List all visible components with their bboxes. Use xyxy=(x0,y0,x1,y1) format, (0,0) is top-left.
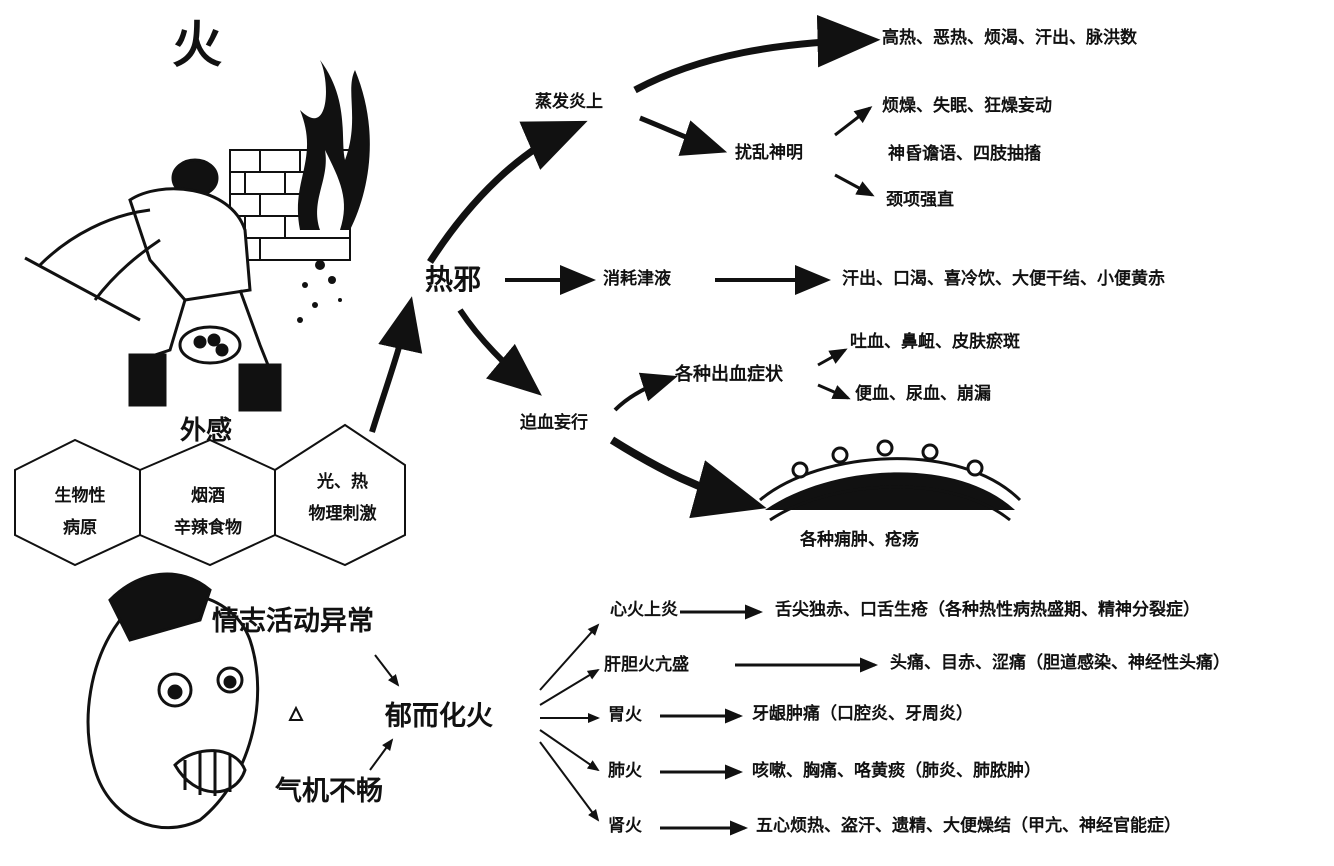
heat-evil-center: 热邪 xyxy=(425,263,482,296)
organ-liver-result: 头痛、目赤、涩痛（胆道感染、神经性头痛） xyxy=(890,653,1230,673)
disturb-result-3: 颈项强直 xyxy=(886,190,954,210)
organ-heart-label: 心火上炎 xyxy=(610,600,678,620)
branch-consume-label: 消耗津液 xyxy=(603,269,671,289)
hexagon-biological-line2: 病原 xyxy=(63,518,97,539)
branch-blood-label: 迫血妄行 xyxy=(520,413,588,433)
hexagon-physical-line1: 光、热 xyxy=(317,472,368,492)
bleeding-label: 各种出血症状 xyxy=(675,364,783,385)
hexagon-food-label: 烟酒 辛辣食物 xyxy=(148,480,268,545)
angry-face-illustration xyxy=(86,572,304,830)
organ-stomach-result: 牙龈肿痛（口腔炎、牙周炎） xyxy=(752,704,973,724)
hexagon-physical xyxy=(274,423,406,567)
heat-evil-arrows xyxy=(369,14,881,519)
organ-kidney-label: 肾火 xyxy=(608,816,642,836)
organ-lung-label: 肺火 xyxy=(608,761,642,781)
swelling-illustration xyxy=(759,439,1022,522)
page-title: 火 xyxy=(172,16,222,74)
disturb-result-1: 烦燥、失眠、狂燥妄动 xyxy=(882,96,1052,116)
hexagon-food-line2: 辛辣食物 xyxy=(174,518,242,539)
qi-stagnation-label: 气机不畅 xyxy=(275,776,383,807)
disturb-result-2: 神昏谵语、四肢抽搐 xyxy=(888,144,1041,164)
organ-liver-label: 肝胆火亢盛 xyxy=(604,655,689,675)
organ-lung-result: 咳嗽、胸痛、咯黄痰（肺炎、肺脓肿） xyxy=(752,761,1041,781)
flame-icon xyxy=(297,60,370,323)
swelling-label: 各种痈肿、疮疡 xyxy=(800,530,919,550)
hexagon-biological-line1: 生物性 xyxy=(54,486,106,506)
hexagon-food-line1: 烟酒 xyxy=(191,486,225,506)
external-cause-label: 外感 xyxy=(180,416,233,446)
branch-evaporate-result: 高热、恶热、烦渴、汗出、脉洪数 xyxy=(882,28,1137,48)
branch-evaporate-label: 蒸发炎上 xyxy=(535,92,603,112)
internal-fire-arrows xyxy=(369,604,878,836)
hexagon-biological-label: 生物性 病原 xyxy=(35,480,125,545)
hexagon-physical-label: 光、热 物理刺激 xyxy=(285,466,400,531)
worker-figure-illustration xyxy=(24,158,282,412)
disturb-mind-label: 扰乱神明 xyxy=(735,143,803,163)
branch-consume-result: 汗出、口渴、喜冷饮、大便干结、小便黄赤 xyxy=(842,269,1165,289)
organ-stomach-label: 胃火 xyxy=(608,705,642,725)
stagnation-fire-center: 郁而化火 xyxy=(385,701,493,732)
hexagon-physical-line2: 物理刺激 xyxy=(308,504,377,525)
bleeding-result-1: 吐血、鼻衄、皮肤瘀斑 xyxy=(850,332,1020,352)
hexagon-group xyxy=(14,423,406,567)
organ-kidney-result: 五心烦热、盗汗、遗精、大便燥结（甲亢、神经官能症） xyxy=(756,816,1181,836)
emotion-label: 情志活动异常 xyxy=(212,606,374,637)
organ-heart-result: 舌尖独赤、口舌生疮（各种热性病热盛期、精神分裂症） xyxy=(775,600,1200,620)
bleeding-result-2: 便血、尿血、崩漏 xyxy=(855,384,991,404)
